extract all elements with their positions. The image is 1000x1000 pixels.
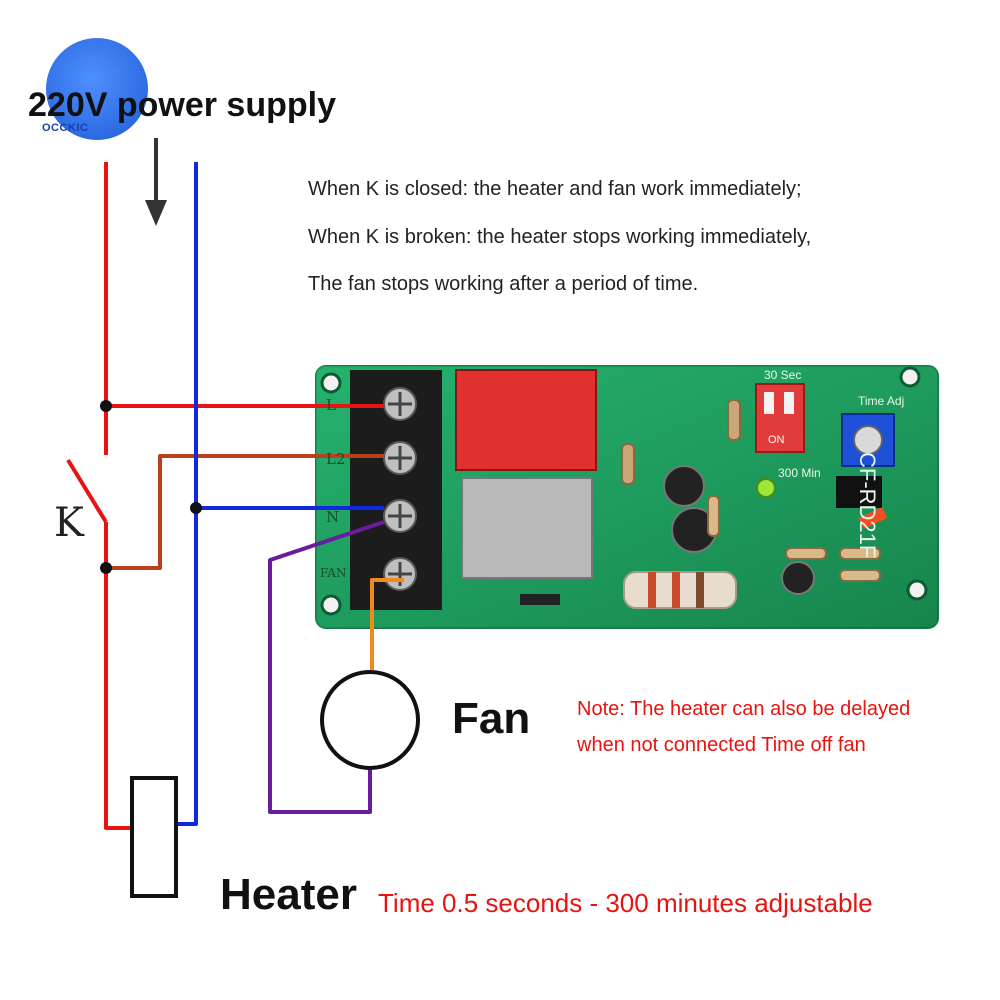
terminal-label-fan: FAN <box>320 566 347 580</box>
terminal-label-l2: L2 <box>326 450 346 468</box>
mounting-hole <box>906 579 928 601</box>
description-line-1: When K is closed: the heater and fan wor… <box>308 178 802 200</box>
ic-chip <box>836 476 882 508</box>
resistor <box>707 495 720 537</box>
diode <box>858 507 888 529</box>
resistor <box>839 547 881 560</box>
board-time-adj-label: Time Adj <box>858 394 905 408</box>
junction <box>190 502 202 514</box>
neutral-wire <box>176 162 198 826</box>
terminal-label-n: N <box>326 508 340 526</box>
resistor <box>727 399 741 441</box>
fan-neutral-wire <box>268 520 385 814</box>
fan-label: Fan <box>452 694 531 743</box>
mounting-hole <box>320 372 342 394</box>
fan-motor-symbol <box>320 670 420 770</box>
relay-board <box>315 365 939 629</box>
board-sec-label: 30 Sec <box>764 368 802 382</box>
supply-arrow <box>145 138 167 226</box>
led <box>756 478 776 498</box>
brand-logo-text: OCCKIC <box>42 122 89 134</box>
capacitor <box>663 465 705 507</box>
mounting-hole <box>899 366 921 388</box>
relay-1 <box>455 369 597 471</box>
relay-2 <box>461 477 593 579</box>
resistor <box>785 547 827 560</box>
mounting-hole <box>320 594 342 616</box>
board-min-label: 300 Min <box>778 466 821 480</box>
resistor <box>621 443 635 485</box>
heater-label: Heater <box>220 870 357 919</box>
heater-element-symbol <box>130 776 178 898</box>
note-line-2: when not connected Time off fan <box>577 734 866 756</box>
junction <box>100 562 112 574</box>
switch-k-label: K <box>54 500 84 546</box>
fan-live-wire <box>370 578 404 670</box>
description-line-2: When K is broken: the heater stops worki… <box>308 226 812 248</box>
resistor <box>839 569 881 582</box>
time-range-text: Time 0.5 seconds - 300 minutes adjustabl… <box>378 888 873 918</box>
terminal-label-l: L <box>326 396 336 414</box>
junction <box>100 400 112 412</box>
diode <box>520 594 560 605</box>
description-line-3: The fan stops working after a period of … <box>308 273 699 295</box>
capacitor <box>781 561 815 595</box>
dip-on-label: ON <box>768 434 785 446</box>
switch-k-contact <box>66 458 108 524</box>
brand-logo <box>46 38 148 140</box>
live-wire-heater <box>104 568 140 830</box>
note-line-1: Note: The heater can also be delayed <box>577 698 911 720</box>
power-supply-title: 220V power supply <box>28 86 336 124</box>
board-model-label: CF-RD21F <box>855 452 880 559</box>
switched-wire <box>106 454 384 570</box>
